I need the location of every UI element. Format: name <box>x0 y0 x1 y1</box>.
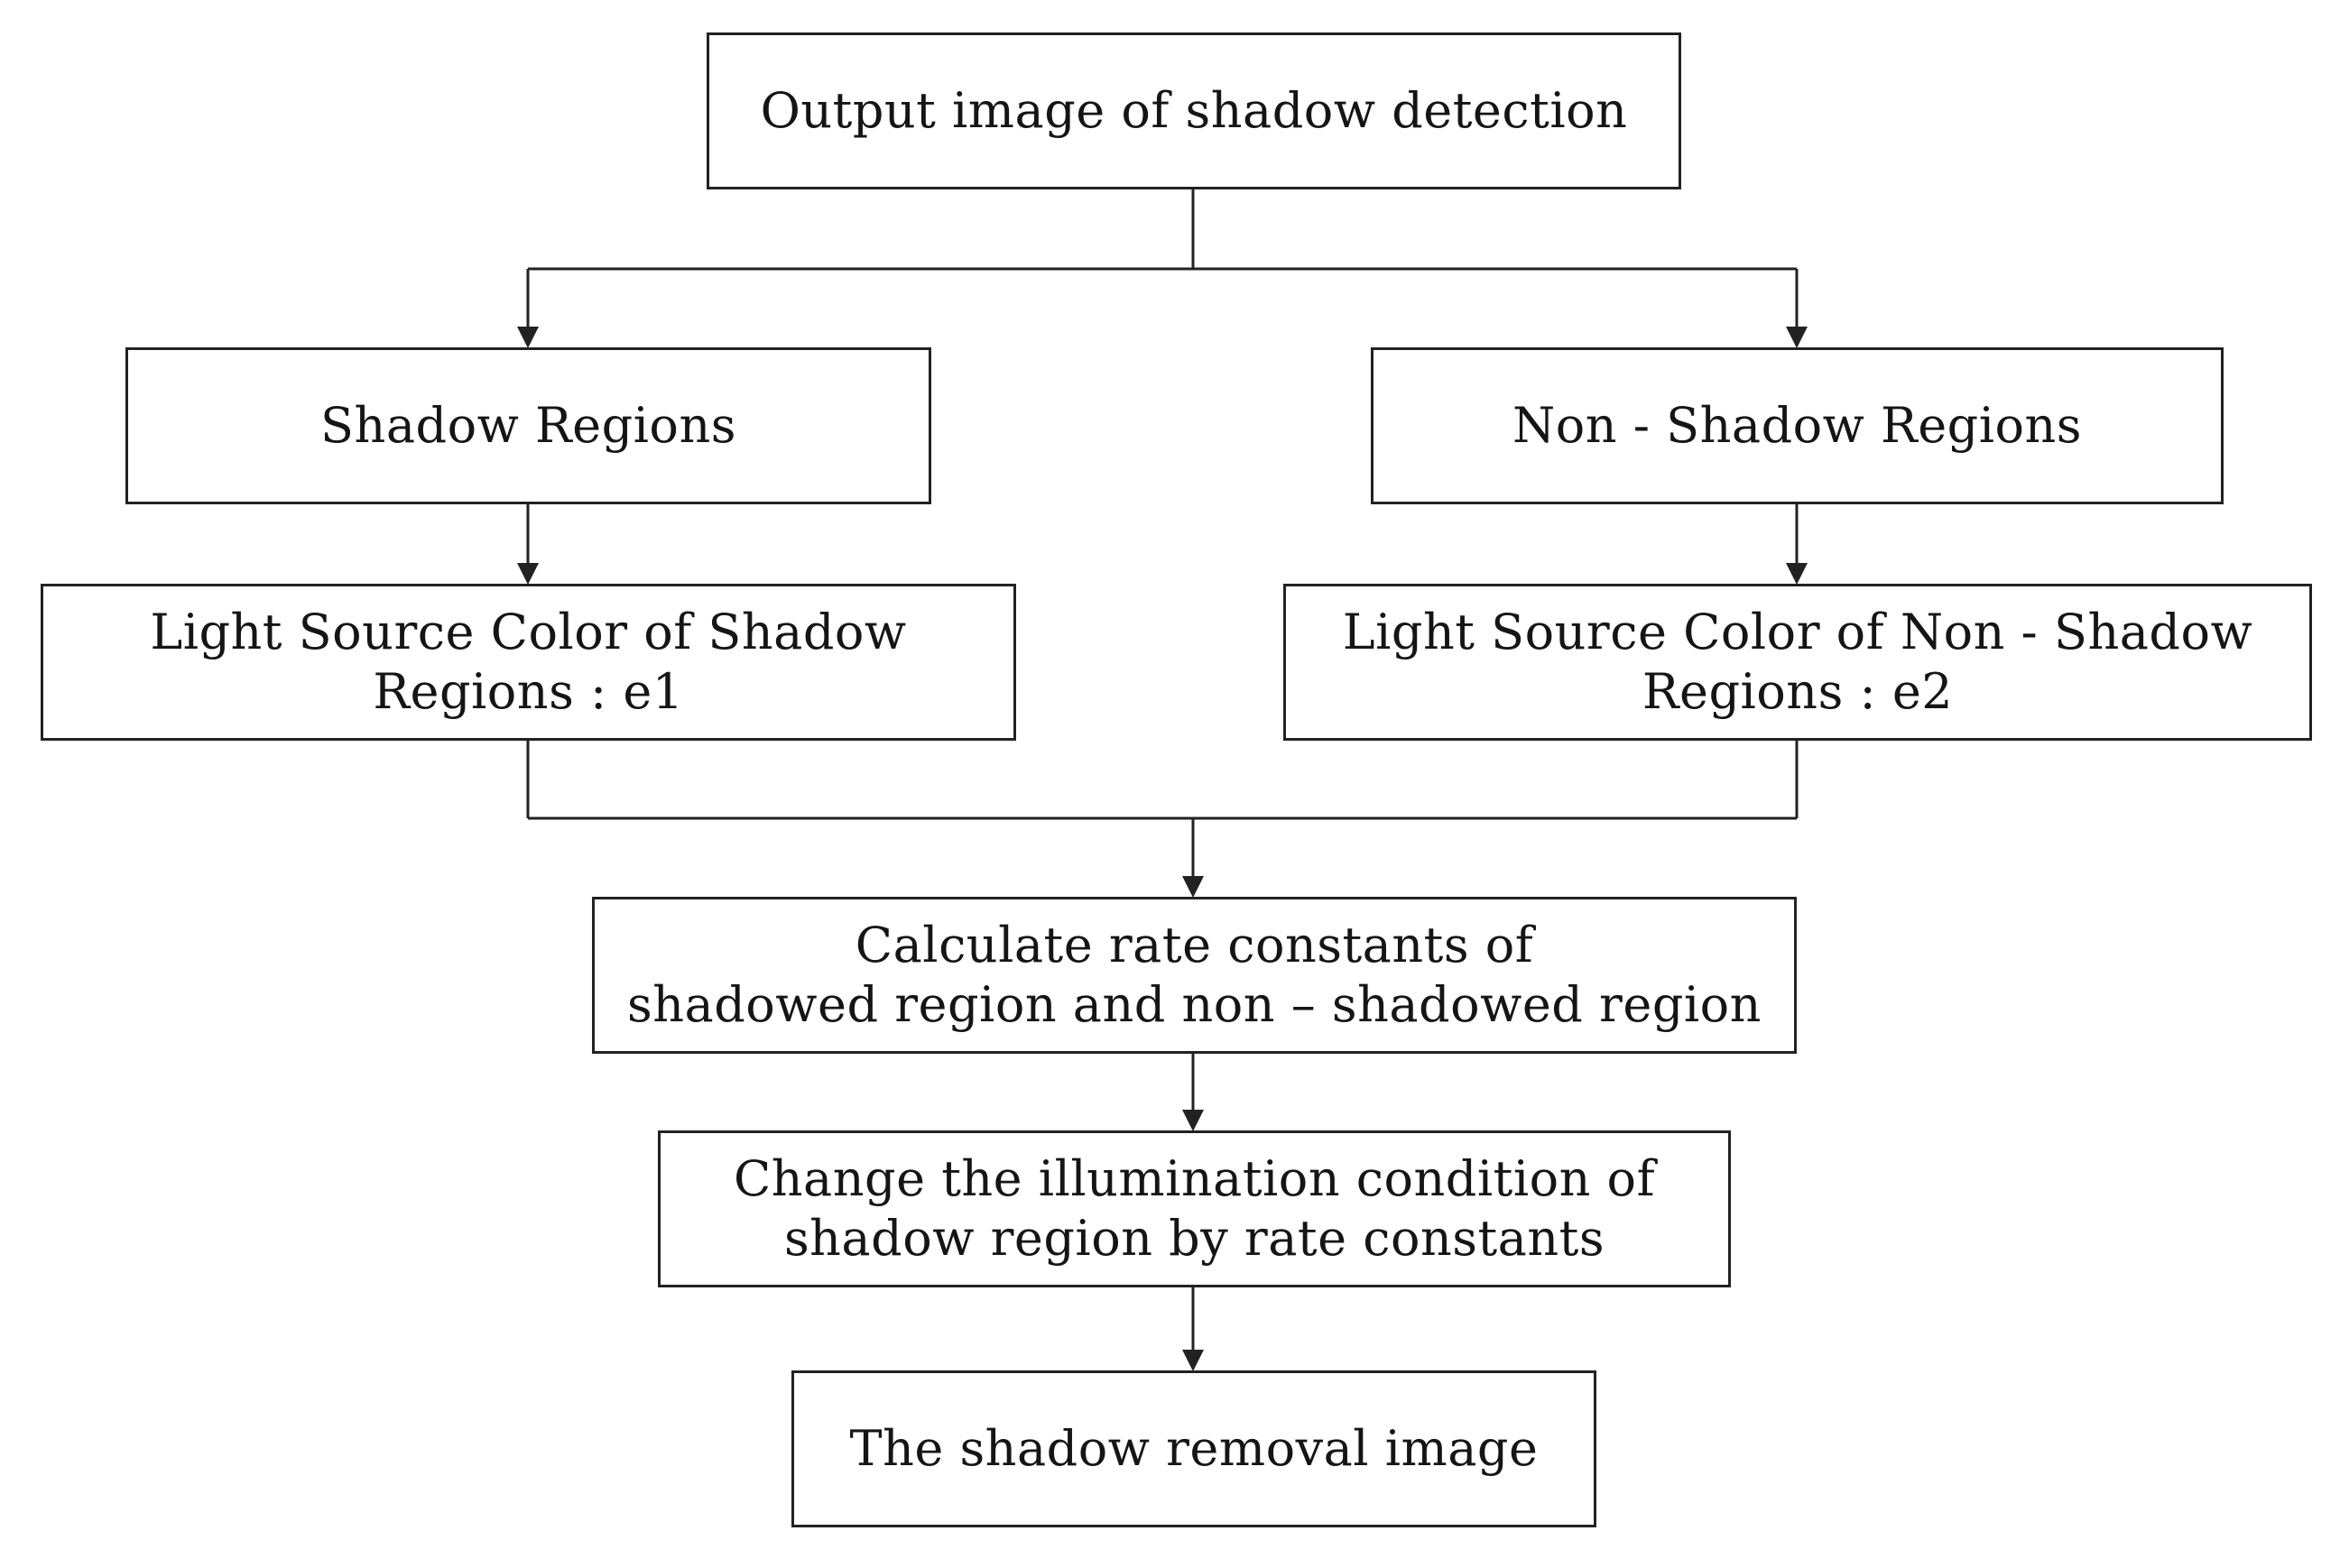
node-shadow-regions: Shadow Regions <box>125 347 931 504</box>
node-non-shadow-regions-label: Non - Shadow Regions <box>1512 397 2082 454</box>
node-shadow-removal-image-label: The shadow removal image <box>849 1420 1539 1477</box>
node-output-detection: Output image of shadow detection <box>707 32 1681 189</box>
node-non-shadow-regions: Non - Shadow Regions <box>1371 347 2224 504</box>
node-shadow-regions-label: Shadow Regions <box>320 397 736 454</box>
node-shadow-removal-image: The shadow removal image <box>791 1370 1596 1527</box>
node-output-detection-label: Output image of shadow detection <box>760 82 1628 139</box>
